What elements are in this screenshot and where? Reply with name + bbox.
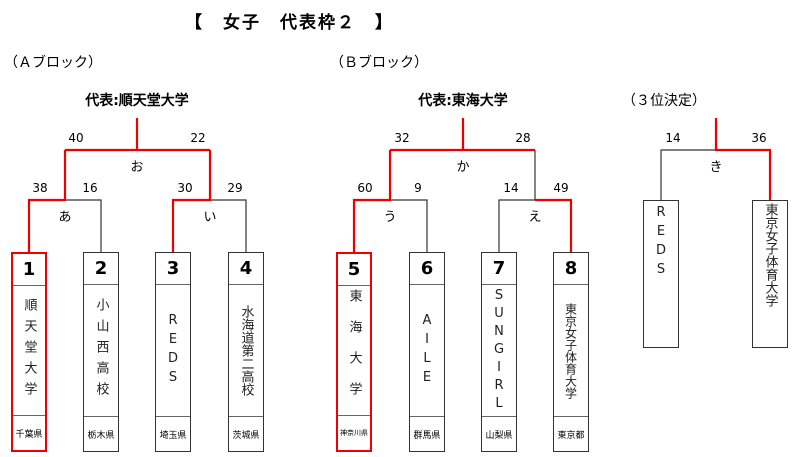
match-mark: お [130, 160, 144, 175]
team-seed: 2 [84, 253, 118, 285]
third-place-label: （３位決定） [622, 93, 706, 109]
team-prefecture: 埼玉県 [156, 416, 190, 451]
team-name: REDS [653, 205, 669, 281]
team-name: 小山西高校 [93, 298, 109, 403]
team-box-1: 1 順天堂大学 千葉県 [11, 252, 47, 452]
team-name: 順天堂大学 [21, 298, 37, 403]
block-b-representative: 代表:東海大学 [418, 93, 508, 109]
team-seed: 6 [410, 253, 444, 285]
match-mark: き [709, 160, 723, 175]
team-seed: 1 [13, 254, 45, 286]
team-box-6: 6 AILE 群馬県 [409, 252, 445, 452]
match-mark: い [203, 210, 217, 225]
team-prefecture: 栃木県 [84, 416, 118, 451]
score: 49 [553, 181, 569, 195]
team-seed: 8 [554, 253, 588, 285]
team-box-3: 3 REDS 埼玉県 [155, 252, 191, 452]
team-prefecture: 千葉県 [13, 415, 45, 450]
page-title: 【 女子 代表枠２ 】 [185, 13, 394, 33]
match-mark: あ [58, 210, 72, 225]
score: 30 [177, 181, 193, 195]
team-name: AILE [419, 312, 435, 389]
team-name: SUNGIRL [491, 287, 507, 414]
team-box-8: 8 東京女子体育大学 東京都 [553, 252, 589, 452]
team-box-2: 2 小山西高校 栃木県 [83, 252, 119, 452]
team-seed: 5 [338, 254, 370, 286]
team-prefecture: 神奈川県 [338, 415, 370, 450]
score: 9 [414, 181, 422, 195]
team-name: REDS [165, 312, 181, 389]
score: 14 [665, 131, 681, 145]
team-prefecture: 山梨県 [482, 416, 516, 451]
team-name: 東海大学 [346, 288, 362, 413]
block-a-label: （Ａブロック） [4, 55, 102, 71]
score: 60 [357, 181, 373, 195]
match-mark: う [383, 210, 397, 225]
third-place-team-2: 東京女子体育大学 [752, 200, 788, 348]
block-b-label: （Ｂブロック） [330, 55, 428, 71]
team-seed: 4 [229, 253, 263, 285]
score: 40 [68, 131, 84, 145]
score: 14 [503, 181, 519, 195]
team-seed: 3 [156, 253, 190, 285]
score: 36 [751, 131, 767, 145]
match-mark: か [456, 160, 470, 175]
team-seed: 7 [482, 253, 516, 285]
team-name: 水海道第二高校 [238, 305, 254, 396]
score: 16 [82, 181, 98, 195]
team-box-7: 7 SUNGIRL 山梨県 [481, 252, 517, 452]
score: 29 [227, 181, 243, 195]
team-box-4: 4 水海道第二高校 茨城県 [228, 252, 264, 452]
team-box-5: 5 東海大学 神奈川県 [336, 252, 372, 452]
score: 38 [32, 181, 48, 195]
score: 22 [190, 131, 206, 145]
third-place-team-1: REDS [643, 200, 679, 348]
score: 28 [515, 131, 531, 145]
team-prefecture: 東京都 [554, 416, 588, 451]
team-name: 東京女子体育大学 [563, 302, 578, 399]
score: 32 [394, 131, 410, 145]
match-mark: え [528, 210, 542, 225]
block-a-representative: 代表:順天堂大学 [85, 93, 189, 109]
team-prefecture: 茨城県 [229, 416, 263, 451]
team-prefecture: 群馬県 [410, 416, 444, 451]
team-name: 東京女子体育大学 [762, 203, 778, 307]
